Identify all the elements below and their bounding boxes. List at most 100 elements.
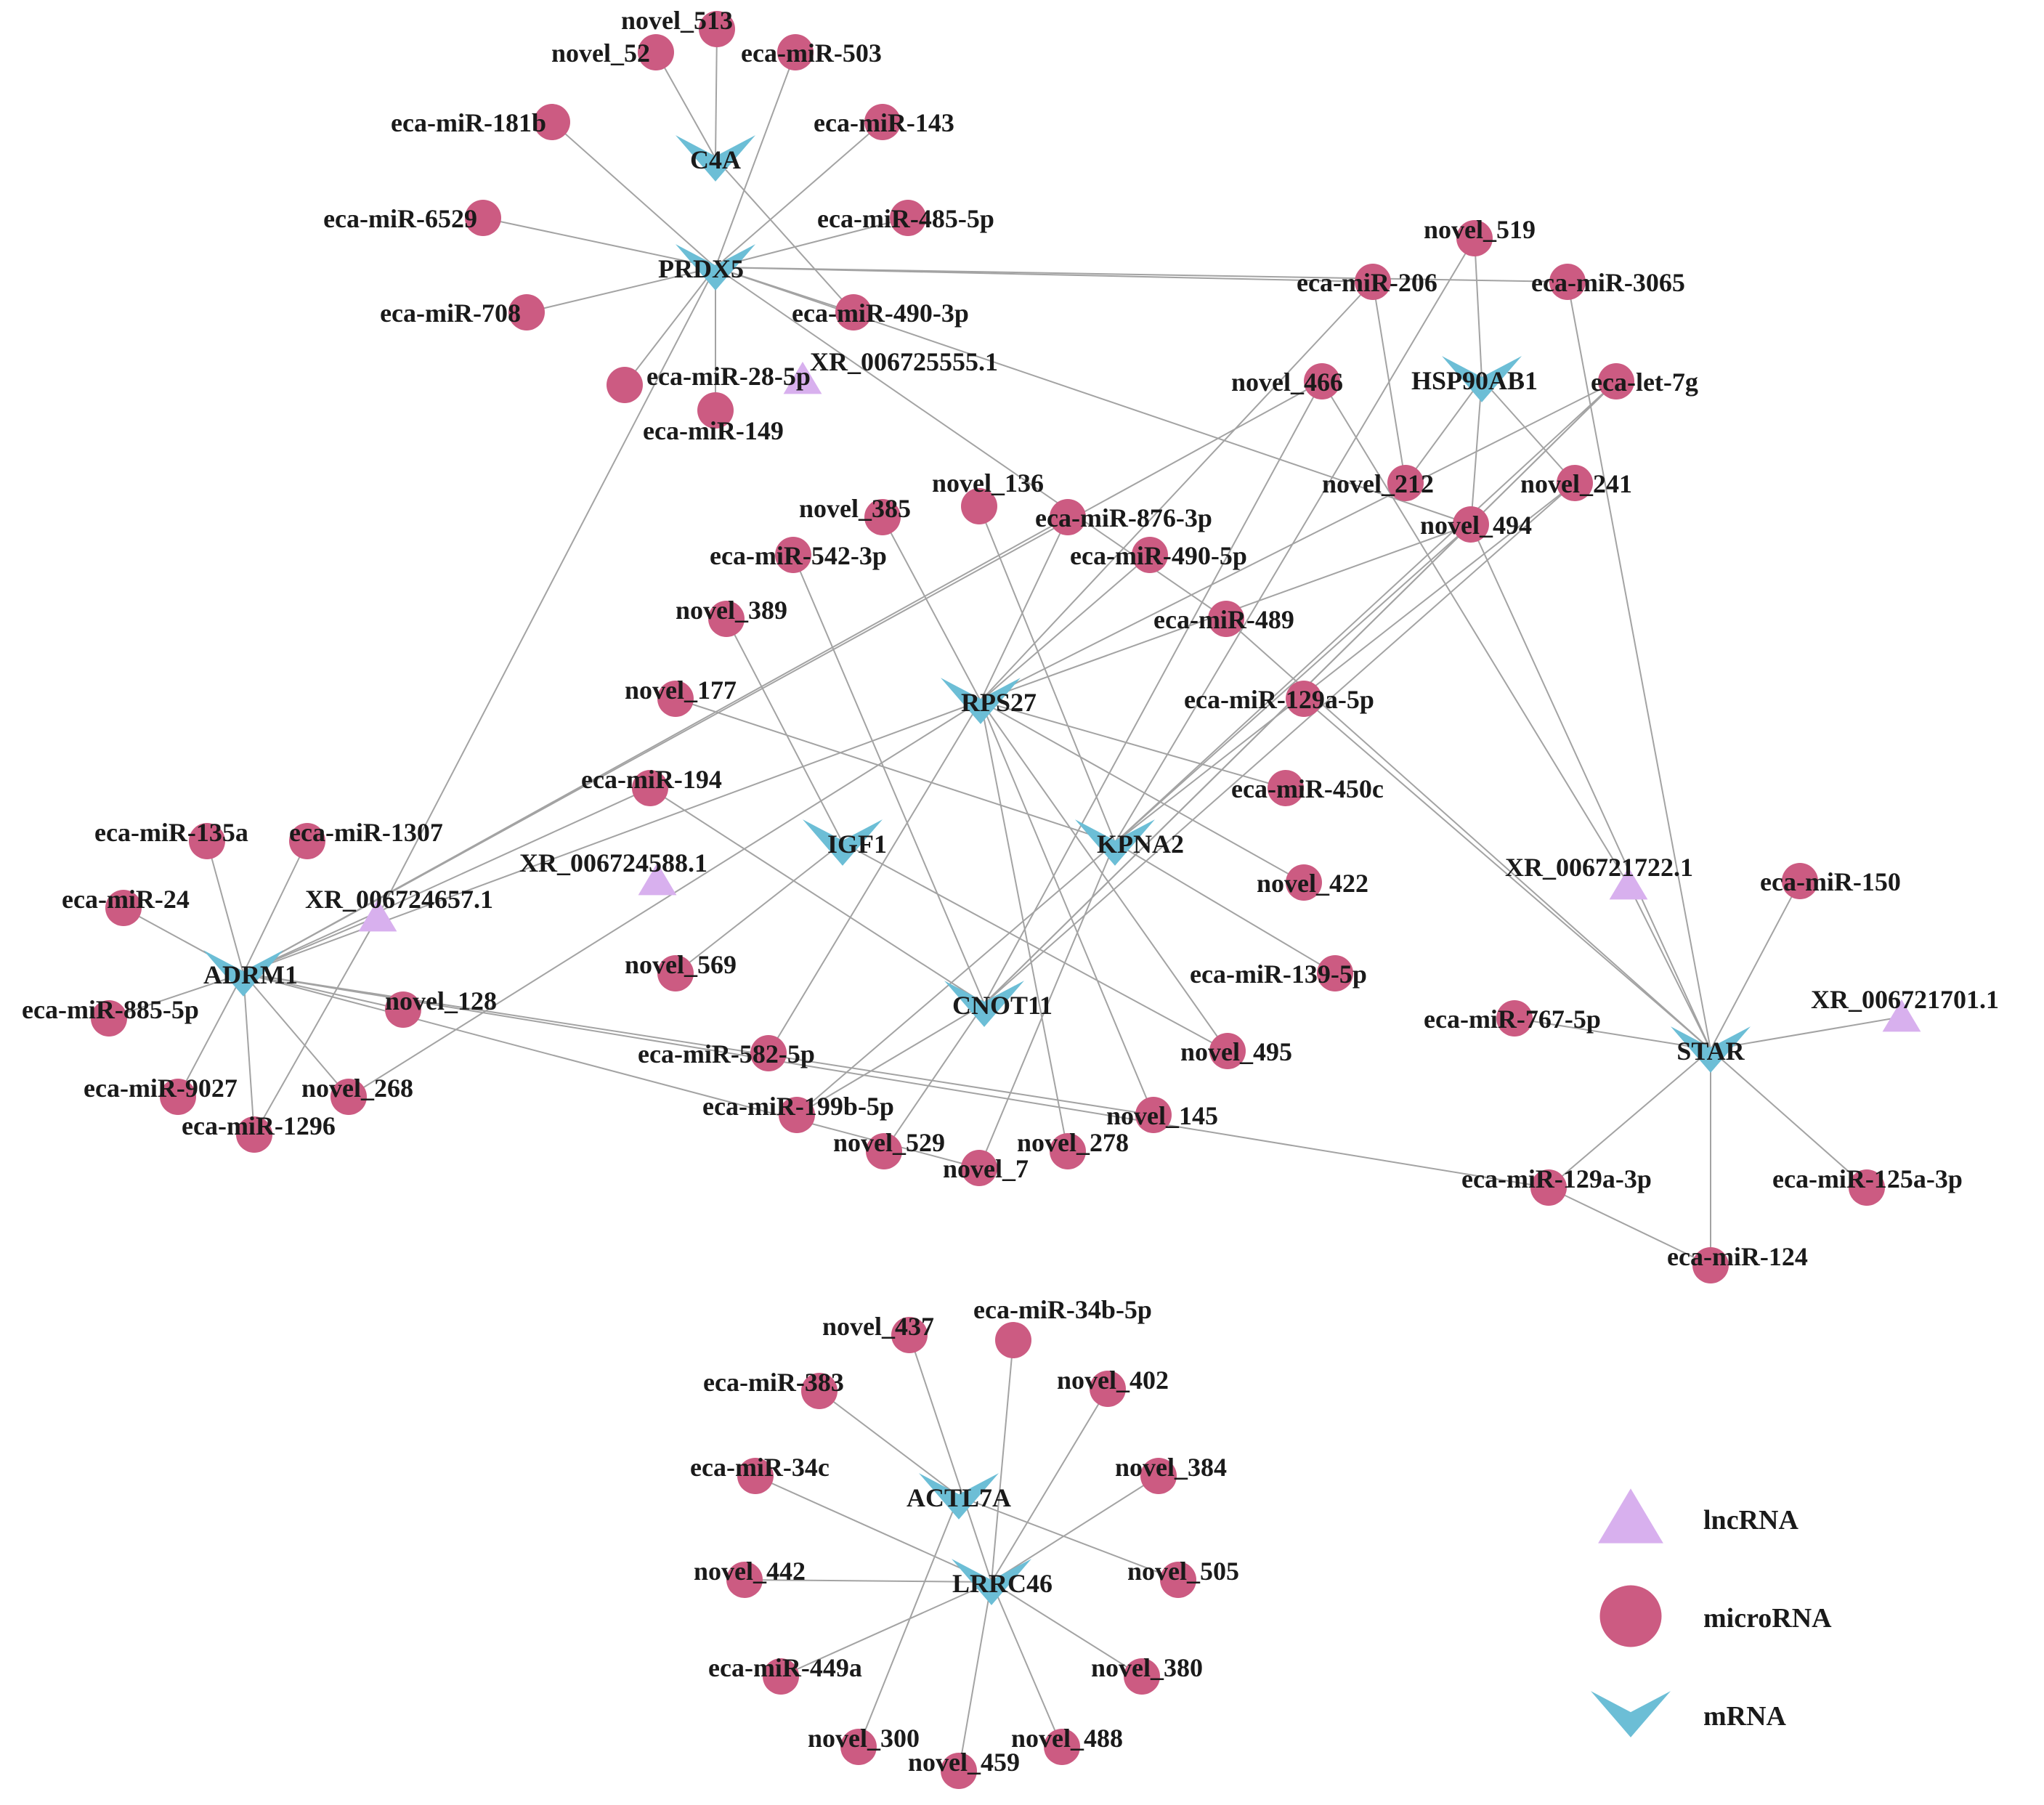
lncrna-node-shape — [783, 362, 822, 394]
edge-rps27-to-novel-495 — [980, 700, 1228, 1052]
mrna-node-shape — [1671, 1026, 1751, 1073]
microrna-node-shape — [1849, 1169, 1885, 1206]
node-label-xr-006721722-1: XR_006721722.1 — [1505, 853, 1693, 882]
edge-novel-488-to-lrrc46 — [991, 1581, 1063, 1748]
edge-xr-006721701-1-to-star — [1710, 1016, 1902, 1050]
node-label-novel-384: novel_384 — [1115, 1453, 1227, 1482]
lncrna-node-shape — [358, 899, 397, 932]
node-label-prdx5: PRDX5 — [658, 254, 744, 283]
node-label-eca-mir-485-5p: eca-miR-485-5p — [817, 204, 994, 233]
node-label-eca-mir-6529: eca-miR-6529 — [323, 204, 477, 233]
microrna-node-shape — [775, 537, 811, 573]
lncrna-node-shape — [1609, 867, 1648, 900]
node-novel-402 — [1090, 1371, 1126, 1407]
node-label-eca-mir-503: eca-miR-503 — [741, 38, 882, 68]
node-label-novel-7: novel_7 — [943, 1154, 1029, 1183]
edge-xr-006721722-1-to-star — [1628, 884, 1711, 1050]
node-kpna2 — [1075, 819, 1155, 866]
microrna-node-shape — [835, 294, 872, 330]
node-c4a — [676, 135, 755, 182]
node-novel-136 — [961, 488, 997, 524]
microrna-node-shape — [1050, 499, 1086, 535]
node-novel-494 — [1453, 506, 1489, 543]
node-label-eca-mir-124: eca-miR-124 — [1667, 1242, 1808, 1271]
node-novel-278 — [1050, 1133, 1086, 1169]
node-eca-mir-3065 — [1549, 264, 1586, 300]
microrna-node-shape — [1453, 506, 1489, 543]
node-eca-mir-206 — [1355, 264, 1391, 300]
edge-novel-300-to-actl7a — [858, 1496, 960, 1748]
node-novel-389 — [708, 601, 745, 637]
microrna-node-shape — [465, 200, 501, 236]
edge-eca-mir-34c-to-lrrc46 — [755, 1475, 992, 1583]
node-eca-mir-181b — [534, 104, 570, 140]
node-label-eca-mir-199b-5p: eca-miR-199b-5p — [702, 1092, 894, 1121]
node-actl7a — [919, 1473, 999, 1520]
node-label-novel-422: novel_422 — [1257, 869, 1368, 898]
edge-novel-241-to-cnot11 — [984, 482, 1575, 1005]
edge-novel-442-to-lrrc46 — [744, 1579, 992, 1583]
node-label-novel-268: novel_268 — [301, 1074, 413, 1103]
legend-label-microrna: microRNA — [1703, 1603, 1832, 1634]
microrna-node-shape — [607, 367, 643, 403]
edge-eca-mir-206-to-rps27 — [980, 281, 1374, 702]
microrna-node-shape — [189, 823, 225, 859]
edge-prdx5-to-eca-mir-3065 — [715, 267, 1568, 283]
edge-kpna2-to-novel-7 — [978, 842, 1116, 1169]
node-eca-mir-194 — [632, 770, 668, 806]
node-novel-300 — [840, 1729, 877, 1765]
edge-eca-mir-194-to-cnot11 — [649, 787, 985, 1005]
node-label-novel-380: novel_380 — [1091, 1653, 1203, 1682]
edge-igf1-to-novel-569 — [675, 842, 843, 974]
node-label-eca-mir-139-5p: eca-miR-139-5p — [1190, 960, 1367, 989]
microrna-node-shape — [864, 499, 901, 535]
microrna-node-shape — [1124, 1658, 1160, 1695]
node-eca-mir-199b-5p — [779, 1097, 815, 1133]
node-novel-505 — [1160, 1562, 1196, 1598]
node-novel-529 — [866, 1133, 902, 1169]
node-label-lrrc46: LRRC46 — [952, 1569, 1053, 1598]
edge-novel-402-to-lrrc46 — [991, 1388, 1108, 1583]
edge-novel-519-to-kpna2 — [1114, 238, 1475, 843]
microrna-node-shape — [1044, 1729, 1080, 1765]
microrna-node-shape — [750, 1035, 787, 1071]
node-xr-006724657-1 — [358, 899, 397, 932]
node-label-eca-mir-876-3p: eca-miR-876-3p — [1035, 503, 1212, 532]
node-eca-mir-129a-3p — [1530, 1169, 1567, 1206]
node-label-star: STAR — [1676, 1037, 1745, 1066]
edge-xr-006724657-1-to-eca-mir-1296 — [254, 916, 378, 1135]
node-eca-mir-885-5p — [91, 1000, 127, 1037]
edge-rps27-to-novel-422 — [980, 700, 1305, 883]
edge-eca-mir-876-3p-to-adrm1 — [243, 516, 1068, 974]
edge-eca-mir-143-to-prdx5 — [715, 121, 883, 268]
node-label-kpna2: KPNA2 — [1097, 830, 1184, 859]
edge-cnot11-to-novel-529 — [883, 1003, 985, 1152]
edge-eca-mir-490-5p-to-rps27 — [980, 554, 1151, 702]
node-label-eca-mir-490-5p: eca-miR-490-5p — [1070, 541, 1247, 570]
node-eca-mir-129a-5p — [1286, 681, 1322, 717]
edge-novel-466-to-xr-006721722-1 — [1321, 381, 1629, 885]
node-label-novel-569: novel_569 — [625, 950, 737, 979]
edge-eca-mir-129a-3p-to-star — [1548, 1049, 1711, 1188]
node-label-novel-488: novel_488 — [1011, 1724, 1123, 1753]
edge-rps27-to-novel-278 — [980, 700, 1068, 1152]
edge-novel-437-to-lrrc46 — [909, 1334, 992, 1583]
node-label-novel-513: novel_513 — [621, 6, 733, 35]
node-label-xr-006725555-1: XR_006725555.1 — [810, 347, 998, 376]
node-novel-519 — [1456, 220, 1493, 256]
node-label-eca-mir-150: eca-miR-150 — [1760, 867, 1901, 896]
edge-rps27-to-eca-mir-450c — [980, 700, 1286, 789]
node-label-eca-mir-34b-5p: eca-miR-34b-5p — [973, 1295, 1152, 1324]
node-label-igf1: IGF1 — [827, 830, 887, 859]
edge-eca-mir-383-to-actl7a — [819, 1390, 960, 1497]
node-adrm1 — [203, 950, 283, 997]
node-label-cnot11: CNOT11 — [952, 991, 1053, 1020]
node-eca-mir-1296 — [236, 1116, 272, 1153]
node-eca-mir-489 — [1208, 601, 1244, 637]
node-eca-mir-34b-5p — [995, 1322, 1031, 1358]
node-label-novel-385: novel_385 — [799, 494, 911, 523]
edge-novel-136-to-kpna2 — [978, 506, 1116, 843]
edge-prdx5-to-xr-006724657-1 — [377, 267, 716, 917]
